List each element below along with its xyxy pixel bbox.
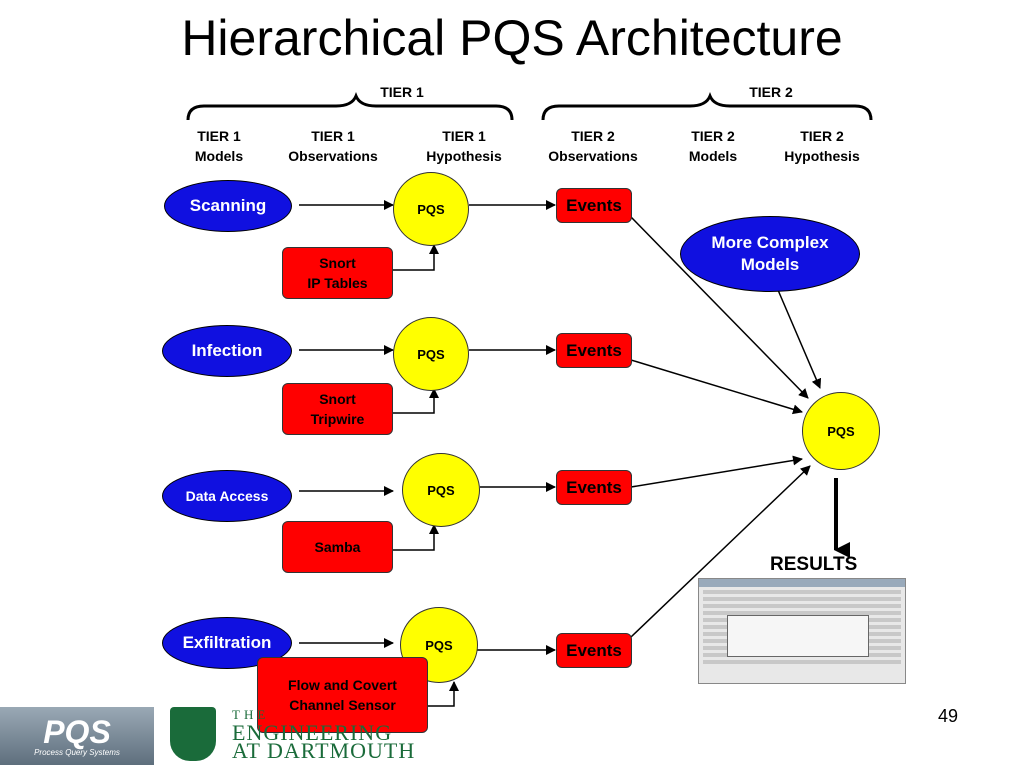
logo-text: PQS xyxy=(43,713,111,750)
pqs-logo: PQS Process Query Systems xyxy=(0,707,154,765)
arrow-sensor1-pqs xyxy=(392,244,439,271)
col-line2: Hypothesis xyxy=(426,148,502,164)
dart-line1: THE xyxy=(232,707,270,722)
col-tier2-observations: TIER 2 Observations xyxy=(533,126,653,166)
model-infection: Infection xyxy=(162,325,292,377)
models-line2: Models xyxy=(740,255,800,274)
sensor-line2: Channel Sensor xyxy=(289,697,396,713)
dartmouth-shield-icon xyxy=(170,707,216,761)
col-tier2-hypothesis: TIER 2 Hypothesis xyxy=(762,126,882,166)
events-1: Events xyxy=(556,188,632,223)
arrow-events1-pqs5 xyxy=(630,216,809,399)
dart-line3: AT DARTMOUTH xyxy=(232,738,416,763)
arrow-models-pqs5 xyxy=(777,289,822,389)
tier2-brace xyxy=(541,91,873,121)
results-label: RESULTS xyxy=(770,554,858,575)
col-tier1-hypothesis: TIER 1 Hypothesis xyxy=(404,126,524,166)
events-3: Events xyxy=(556,470,632,505)
arrow-sensor3-pqs xyxy=(392,524,439,551)
results-screenshot-image xyxy=(698,578,906,684)
arrow-sensor2-pqs xyxy=(392,388,439,414)
col-line1: TIER 2 xyxy=(800,128,844,144)
col-line2: Models xyxy=(688,148,738,164)
col-tier1-observations: TIER 1 Observations xyxy=(273,126,393,166)
sensor-samba: Samba xyxy=(282,521,393,573)
dartmouth-engineering-logo: THE ENGINEERING AT DARTMOUTH xyxy=(232,706,416,763)
page-title: Hierarchical PQS Architecture xyxy=(181,10,843,66)
sensor-line1: Snort xyxy=(319,255,356,271)
arrow-events2-pqs5 xyxy=(630,359,803,415)
pqs-node-3: PQS xyxy=(402,453,480,527)
sensor-snort-iptables: Snort IP Tables xyxy=(282,247,393,299)
col-line1: TIER 1 xyxy=(197,128,241,144)
col-line2: Observations xyxy=(288,148,378,164)
tier1-brace xyxy=(186,91,514,121)
col-line1: TIER 1 xyxy=(442,128,486,144)
tier1-label: TIER 1 xyxy=(380,84,424,100)
model-scanning: Scanning xyxy=(164,180,292,232)
events-2: Events xyxy=(556,333,632,368)
model-data-access: Data Access xyxy=(162,470,292,522)
pqs-node-1: PQS xyxy=(393,172,469,246)
col-line2: Observations xyxy=(548,148,638,164)
pqs-node-tier2: PQS xyxy=(802,392,880,470)
events-4: Events xyxy=(556,633,632,668)
sensor-line1: Snort xyxy=(319,391,356,407)
page-number: 49 xyxy=(937,706,958,726)
arrow-sensor4-pqs xyxy=(428,681,459,707)
col-tier1-models: TIER 1 Models xyxy=(159,126,279,166)
col-line1: TIER 2 xyxy=(571,128,615,144)
dart-line2: ENGINEERING xyxy=(232,720,393,745)
col-line2: Models xyxy=(194,148,244,164)
col-line1: TIER 2 xyxy=(691,128,735,144)
col-line1: TIER 1 xyxy=(311,128,355,144)
sensor-line1: Samba xyxy=(314,539,361,555)
sensor-line1: Flow and Covert xyxy=(288,677,397,693)
tier2-label: TIER 2 xyxy=(749,84,793,100)
sensor-line2: IP Tables xyxy=(307,275,368,291)
sensor-line2: Tripwire xyxy=(310,411,365,427)
col-tier2-models: TIER 2 Models xyxy=(653,126,773,166)
logo-subtext: Process Query Systems xyxy=(34,747,120,757)
arrow-events3-pqs5 xyxy=(630,455,803,488)
models-line1: More Complex xyxy=(711,233,829,252)
col-line2: Hypothesis xyxy=(784,148,860,164)
pqs-node-2: PQS xyxy=(393,317,469,391)
arrow-events4-pqs5 xyxy=(630,465,811,638)
